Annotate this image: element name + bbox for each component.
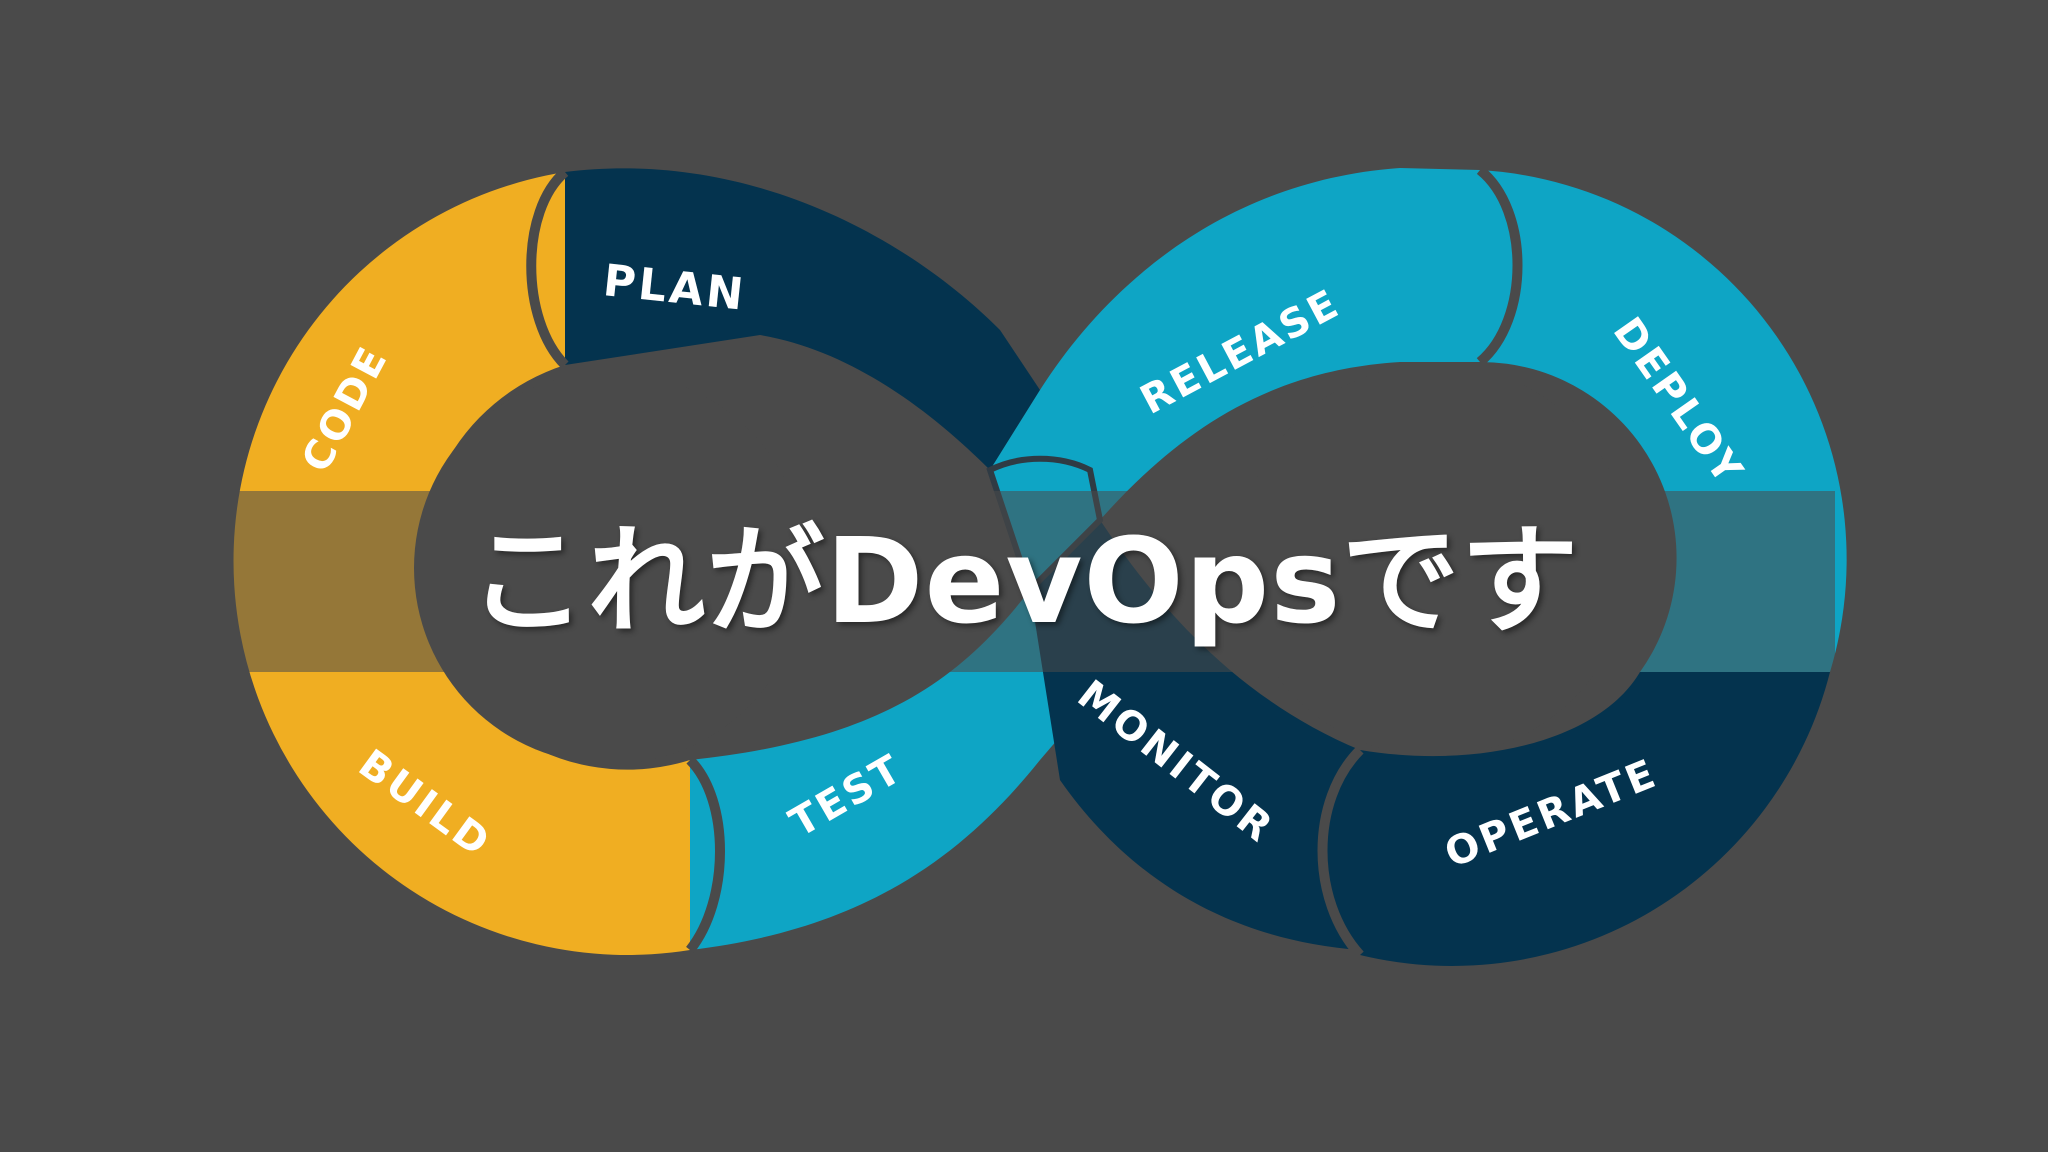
separator-build-test: [686, 756, 725, 954]
segment-plan: [565, 168, 1040, 470]
separator-plan-code: [526, 168, 569, 369]
segment-release: [990, 168, 1480, 520]
segment-operate: [1360, 672, 1830, 967]
separator-release-deploy: [1476, 166, 1523, 366]
segment-code-build: [233, 172, 690, 955]
title-banner: [205, 491, 1835, 672]
separator-monitor-operate: [1317, 746, 1364, 959]
segment-test: [690, 590, 1100, 950]
